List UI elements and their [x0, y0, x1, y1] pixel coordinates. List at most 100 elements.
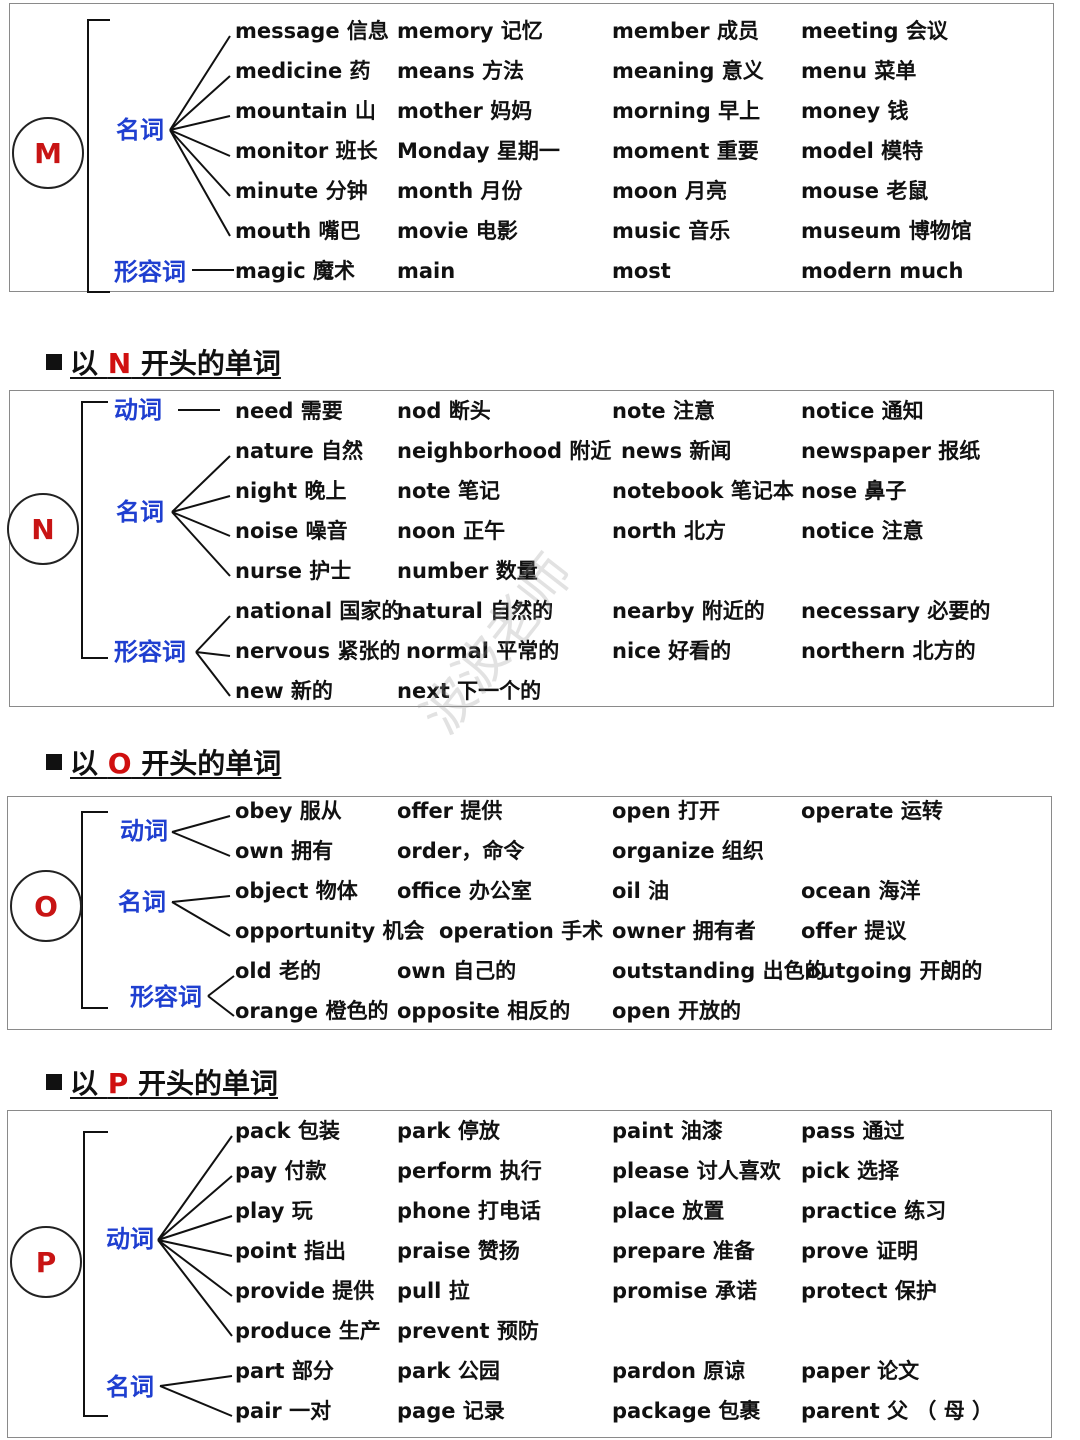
word-entry: noon 正午 — [397, 519, 506, 543]
word-entry: outgoing 开朗的 — [806, 959, 983, 983]
word-entry: nurse 护士 — [235, 559, 352, 583]
word-entry: prevent 预防 — [397, 1319, 539, 1343]
word-entry: offer 提议 — [801, 919, 907, 943]
word-entry: mouse 老鼠 — [801, 179, 929, 203]
word-entry: paint 油漆 — [612, 1119, 723, 1143]
word-entry: minute 分钟 — [235, 179, 368, 203]
word-entry: pair 一对 — [235, 1399, 332, 1423]
word-entry: meaning 意义 — [612, 59, 764, 83]
word-entry: morning 早上 — [612, 99, 761, 123]
word-entry: menu 菜单 — [801, 59, 917, 83]
word-entry: most — [612, 259, 671, 283]
word-entry: need 需要 — [235, 399, 343, 423]
word-entry: phone 打电话 — [397, 1199, 541, 1223]
word-entry: national 国家的 — [235, 599, 403, 623]
word-entry: order，命令 — [397, 839, 525, 863]
word-entry: notebook 笔记本 — [612, 479, 794, 503]
word-entry: perform 执行 — [397, 1159, 542, 1183]
word-entry: part 部分 — [235, 1359, 334, 1383]
word-entry: point 指出 — [235, 1239, 346, 1263]
word-entry: nearby 附近的 — [612, 599, 765, 623]
word-entry: pick 选择 — [801, 1159, 899, 1183]
word-entry: paper 论文 — [801, 1359, 920, 1383]
word-entry: outstanding 出色的 — [612, 959, 826, 983]
heading-prefix: 以 — [70, 1067, 108, 1100]
word-entry: natural 自然的 — [397, 599, 554, 623]
word-entry: nice 好看的 — [612, 639, 732, 663]
word-entry: play 玩 — [235, 1199, 313, 1223]
word-entry: page 记录 — [397, 1399, 505, 1423]
pos-label-verb: 动词 — [106, 1225, 154, 1253]
word-entry: prepare 准备 — [612, 1239, 755, 1263]
word-entry: neighborhood 附近 — [397, 439, 612, 463]
heading-suffix: 开头的单词 — [131, 747, 282, 780]
word-entry: number 数量 — [397, 559, 538, 583]
word-entry: orange 橙色的 — [235, 999, 389, 1023]
pos-label-adjective: 形容词 — [114, 258, 186, 286]
heading-letter: N — [107, 347, 132, 380]
heading-p: 以 P 开头的单词 — [46, 1062, 278, 1102]
heading-prefix: 以 — [70, 747, 108, 780]
word-entry: moment 重要 — [612, 139, 759, 163]
word-entry: museum 博物馆 — [801, 219, 972, 243]
word-entry: means 方法 — [397, 59, 525, 83]
word-entry: month 月份 — [397, 179, 523, 203]
word-entry: nod 断头 — [397, 399, 491, 423]
word-entry: money 钱 — [801, 99, 909, 123]
word-entry: opposite 相反的 — [397, 999, 571, 1023]
word-entry: necessary 必要的 — [801, 599, 991, 623]
word-entry: next 下一个的 — [397, 679, 542, 703]
word-entry: offer 提供 — [397, 799, 503, 823]
word-entry: praise 赞扬 — [397, 1239, 520, 1263]
word-entry: obey 服从 — [235, 799, 342, 823]
word-entry: open 开放的 — [612, 999, 741, 1023]
word-entry: message 信息 — [235, 19, 389, 43]
word-entry: Monday 星期一 — [397, 139, 560, 163]
word-entry: park 停放 — [397, 1119, 500, 1143]
word-entry: pardon 原谅 — [612, 1359, 746, 1383]
word-entry: nose 鼻子 — [801, 479, 907, 503]
letter-circle-n: N — [7, 493, 79, 565]
pos-label-noun: 名词 — [106, 1373, 154, 1401]
heading-suffix: 开头的单词 — [128, 1067, 279, 1100]
word-entry: prove 证明 — [801, 1239, 919, 1263]
word-entry: medicine 药 — [235, 59, 371, 83]
word-entry: movie 电影 — [397, 219, 518, 243]
word-entry: old 老的 — [235, 959, 321, 983]
word-entry: pass 通过 — [801, 1119, 905, 1143]
word-entry: news 新闻 — [621, 439, 732, 463]
square-bullet-icon — [46, 754, 62, 770]
word-entry: notice 注意 — [801, 519, 924, 543]
word-entry: opportunity 机会 — [235, 919, 425, 943]
heading-n: 以 N 开头的单词 — [46, 342, 281, 382]
word-entry: place 放置 — [612, 1199, 725, 1223]
word-entry: memory 记忆 — [397, 19, 543, 43]
word-entry: meeting 会议 — [801, 19, 948, 43]
word-entry: please 讨人喜欢 — [612, 1159, 781, 1183]
word-entry: night 晚上 — [235, 479, 347, 503]
letter-circle-m: M — [12, 117, 84, 189]
pos-label-adjective: 形容词 — [130, 983, 202, 1011]
word-entry: own 拥有 — [235, 839, 334, 863]
word-entry: mother 妈妈 — [397, 99, 533, 123]
word-entry: package 包裹 — [612, 1399, 761, 1423]
word-entry: produce 生产 — [235, 1319, 381, 1343]
pos-label-noun: 名词 — [116, 498, 164, 526]
word-entry: note 笔记 — [397, 479, 500, 503]
word-entry: pay 付款 — [235, 1159, 327, 1183]
word-entry: nature 自然 — [235, 439, 364, 463]
word-entry: practice 练习 — [801, 1199, 947, 1223]
word-entry: operation 手术 — [439, 919, 604, 943]
word-entry: mountain 山 — [235, 99, 376, 123]
word-entry: music 音乐 — [612, 219, 731, 243]
heading-letter: O — [107, 747, 132, 780]
word-entry: office 办公室 — [397, 879, 532, 903]
letter-circle-p: P — [10, 1226, 82, 1298]
pos-label-verb: 动词 — [114, 396, 162, 424]
heading-letter: P — [107, 1067, 129, 1100]
word-entry: protect 保护 — [801, 1279, 937, 1303]
word-entry: operate 运转 — [801, 799, 943, 823]
heading-prefix: 以 — [70, 347, 108, 380]
word-entry: monitor 班长 — [235, 139, 378, 163]
word-entry: ocean 海洋 — [801, 879, 921, 903]
